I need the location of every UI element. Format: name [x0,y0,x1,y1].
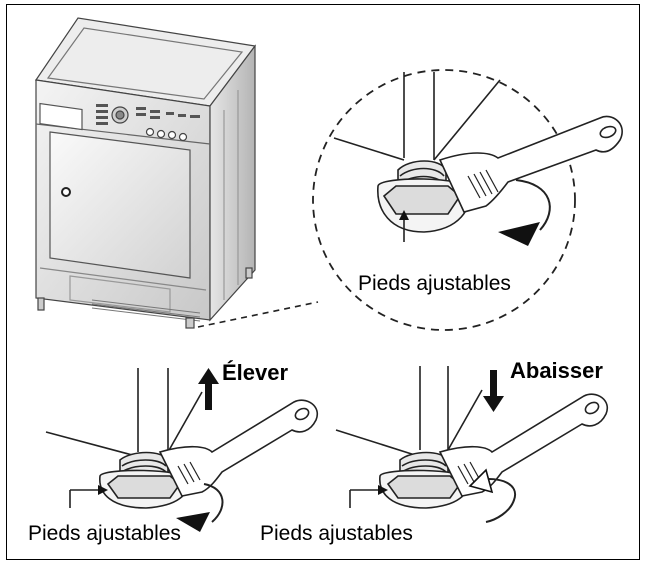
rotation-arrow-icon [176,512,210,532]
dryer-illustration [34,17,257,329]
up-arrow-icon [205,382,212,410]
left-feet-label: Pieds ajustables [28,522,181,545]
zoomed-foot [333,72,623,246]
raise-label: Élever [222,360,289,385]
right-feet-label: Pieds ajustables [260,522,413,545]
zoom-circle [312,69,576,331]
foot-lower [335,366,609,523]
rotation-arrow-icon [468,468,494,494]
down-arrow-icon [490,370,497,398]
zoom-feet-label: Pieds ajustables [358,272,511,295]
foot-raise [45,368,319,532]
diagram-border [6,4,640,560]
rotation-arrow-icon [498,222,540,246]
lower-label: Abaisser [510,358,603,383]
